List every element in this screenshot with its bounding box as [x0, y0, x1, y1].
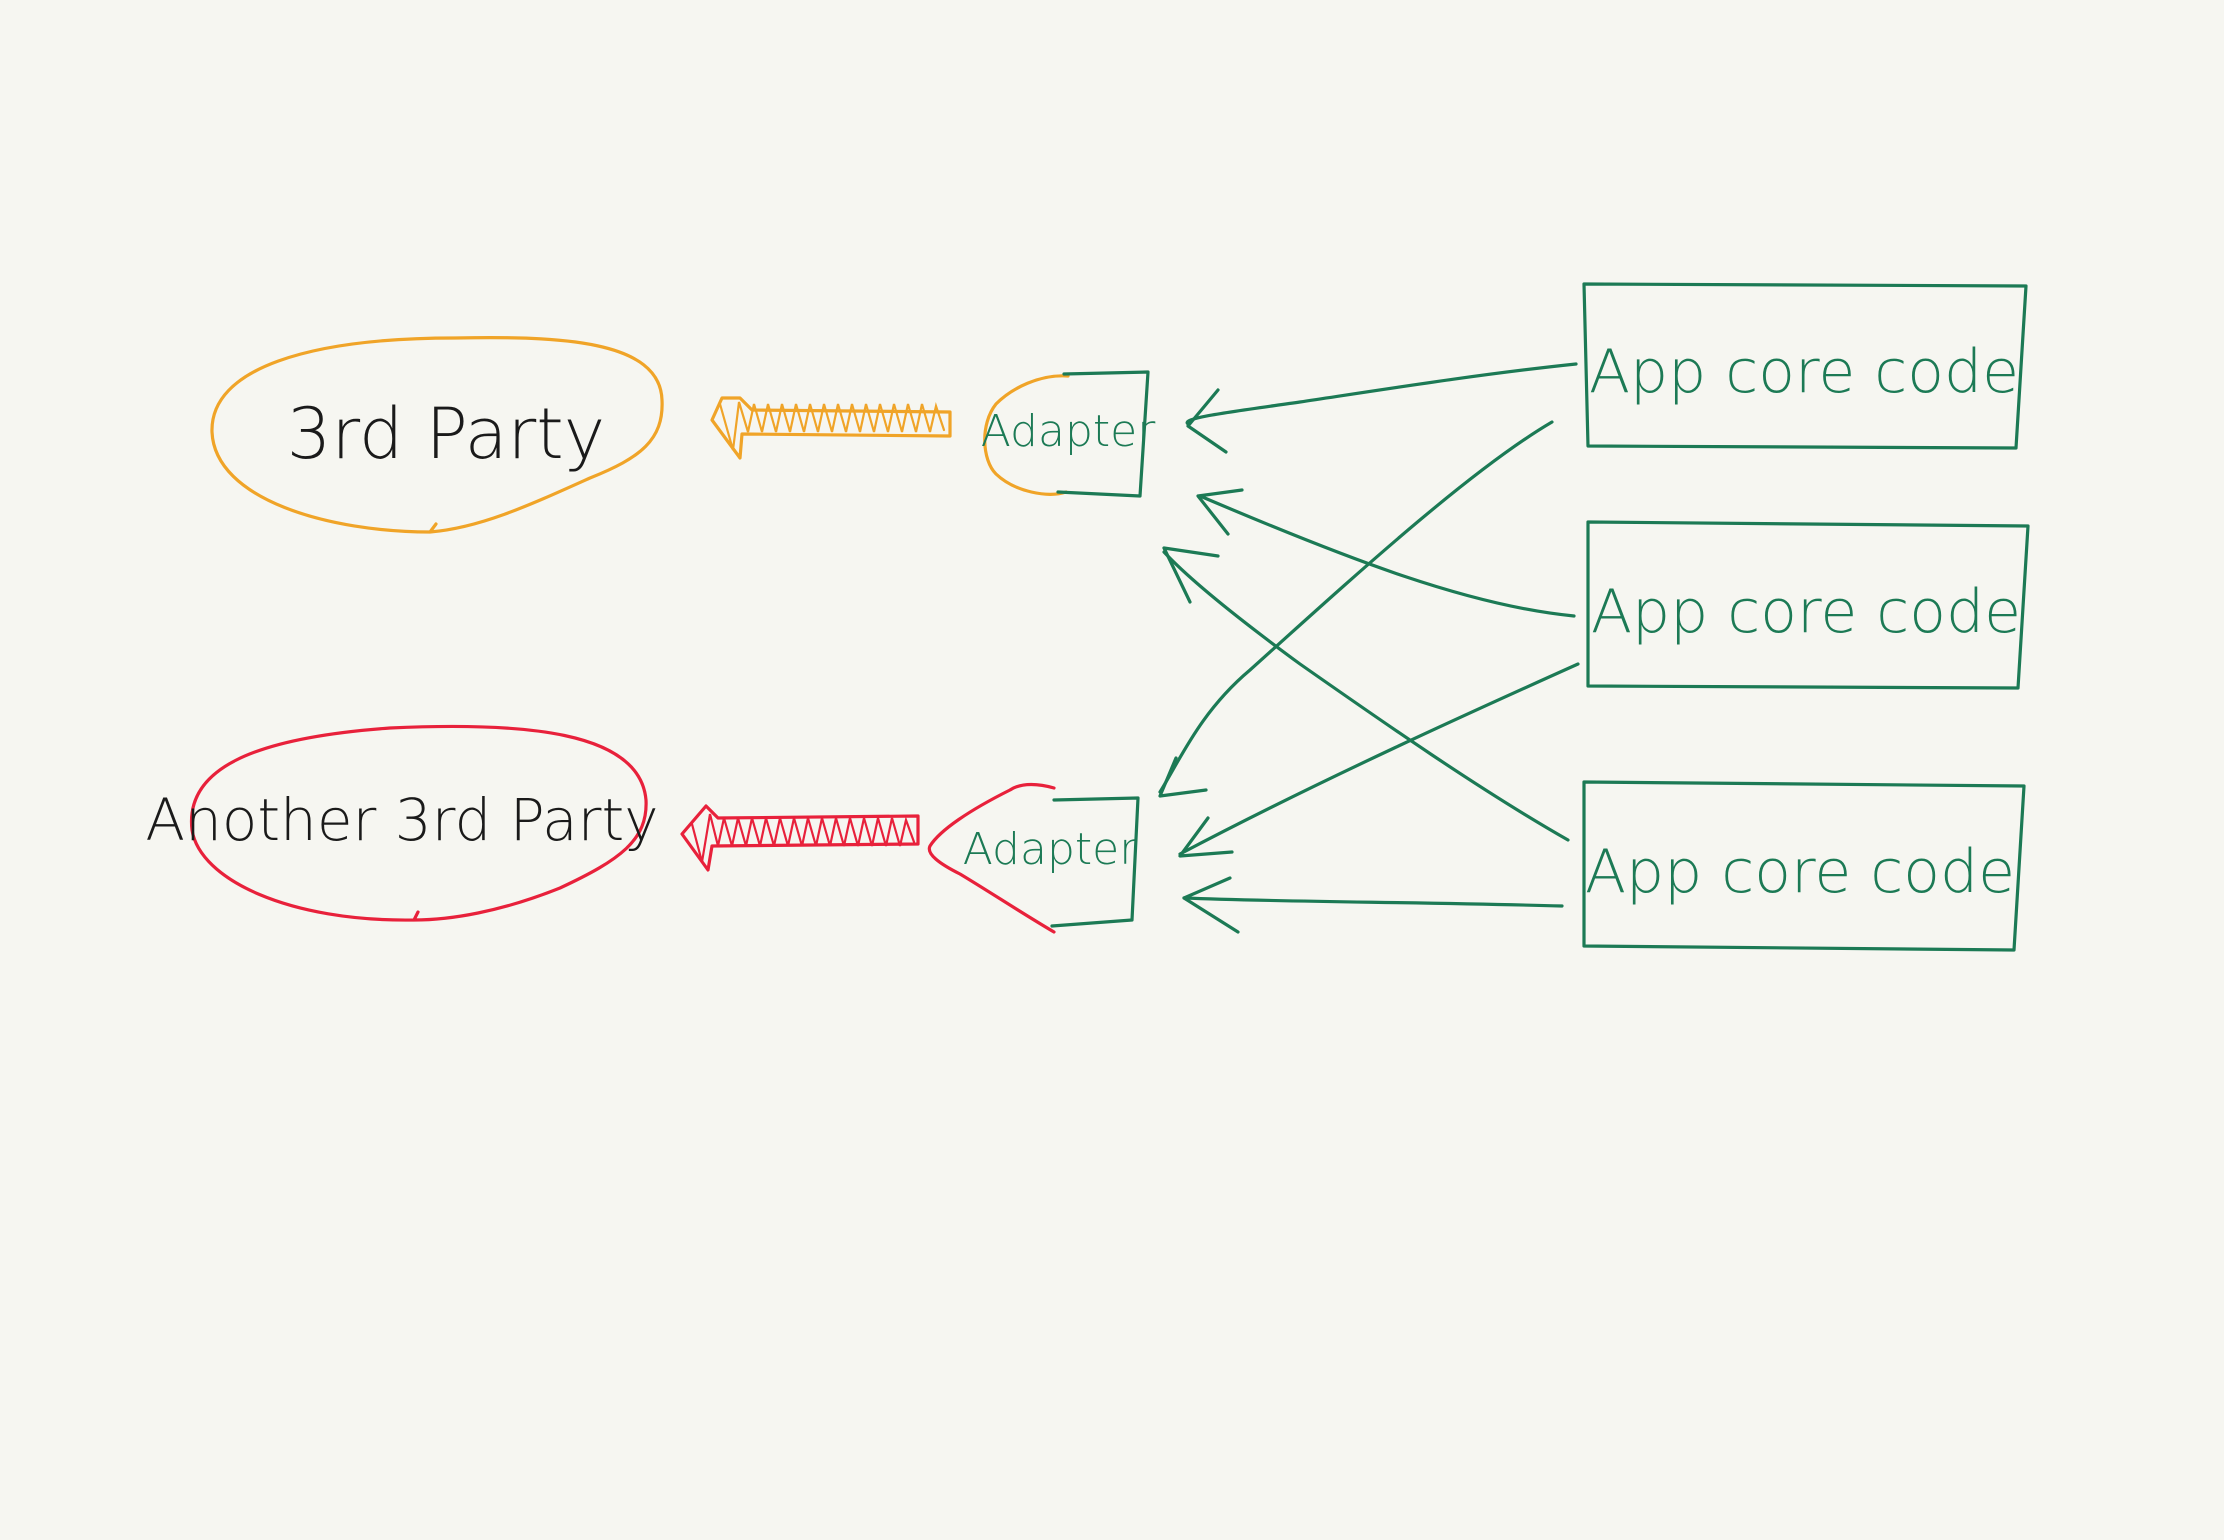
core-3: App core code: [1582, 780, 2026, 952]
core-1: App core code: [1582, 282, 2028, 450]
adapter-1-label: Adapter: [981, 406, 1156, 457]
arrow-core3-to-adapter2: [1182, 876, 1564, 934]
adapter-1-left-half: [983, 374, 1070, 496]
arrow-core3-to-adapter1-shaft: [1162, 550, 1570, 842]
third-party-1-arrow-outline: [710, 396, 952, 460]
arrow-core2-to-adapter2-shaft: [1178, 662, 1580, 856]
third-party-1-arrow-hatch: [718, 401, 946, 451]
core-1-label: App core code: [1589, 337, 2019, 407]
third-party-2-ellipse: [189, 724, 648, 922]
third-party-2-arrow-outline: [680, 804, 920, 872]
third-party-1: 3rd Party: [210, 336, 664, 534]
arrow-core3-to-adapter2-head: [1182, 876, 1240, 934]
core-2-label: App core code: [1591, 577, 2021, 647]
third-party-2-label: Another 3rd Party: [145, 786, 658, 854]
arrow-core3-to-adapter2-shaft: [1182, 896, 1564, 908]
third-party-1-ellipse: [210, 336, 664, 534]
third-party-2: Another 3rd Party: [145, 724, 659, 922]
core-3-box: [1582, 780, 2026, 952]
arrow-core3-to-adapter1: [1162, 546, 1570, 842]
arrow-core2-to-adapter1-shaft: [1198, 494, 1576, 618]
arrow-core2-to-adapter1-head: [1196, 488, 1244, 536]
core-1-box: [1582, 282, 2028, 450]
arrow-core3-to-adapter1-head: [1162, 546, 1220, 604]
adapter-2-right-box: [1050, 796, 1140, 928]
adapter-2: Adapter: [927, 782, 1140, 934]
arrow-core1-to-adapter1-shaft: [1185, 362, 1578, 426]
arrow-core1-to-adapter2-shaft: [1158, 420, 1554, 794]
arrow-core2-to-adapter1: [1196, 488, 1576, 618]
adapter-2-label: Adapter: [963, 824, 1138, 875]
third-party-1-arrow: [710, 396, 952, 460]
arrow-core1-to-adapter1: [1185, 362, 1578, 454]
adapter-1-right-box: [1056, 370, 1150, 498]
arrow-core1-to-adapter2: [1158, 420, 1554, 798]
arrow-core1-to-adapter2-head: [1158, 756, 1208, 798]
adapter-2-left-half: [927, 782, 1056, 934]
third-party-2-arrow-hatch: [690, 813, 916, 863]
arrow-core2-to-adapter2-head: [1178, 816, 1234, 858]
dependency-arrows: [1158, 362, 1580, 934]
arrow-core1-to-adapter1-head: [1186, 388, 1228, 454]
core-2: App core code: [1586, 520, 2030, 690]
core-3-label: App core code: [1585, 837, 2015, 907]
adapter-1: Adapter: [981, 370, 1156, 498]
core-2-box: [1586, 520, 2030, 690]
third-party-1-label: 3rd Party: [287, 393, 605, 475]
third-party-2-arrow: [680, 804, 920, 872]
arrow-core2-to-adapter2: [1178, 662, 1580, 858]
